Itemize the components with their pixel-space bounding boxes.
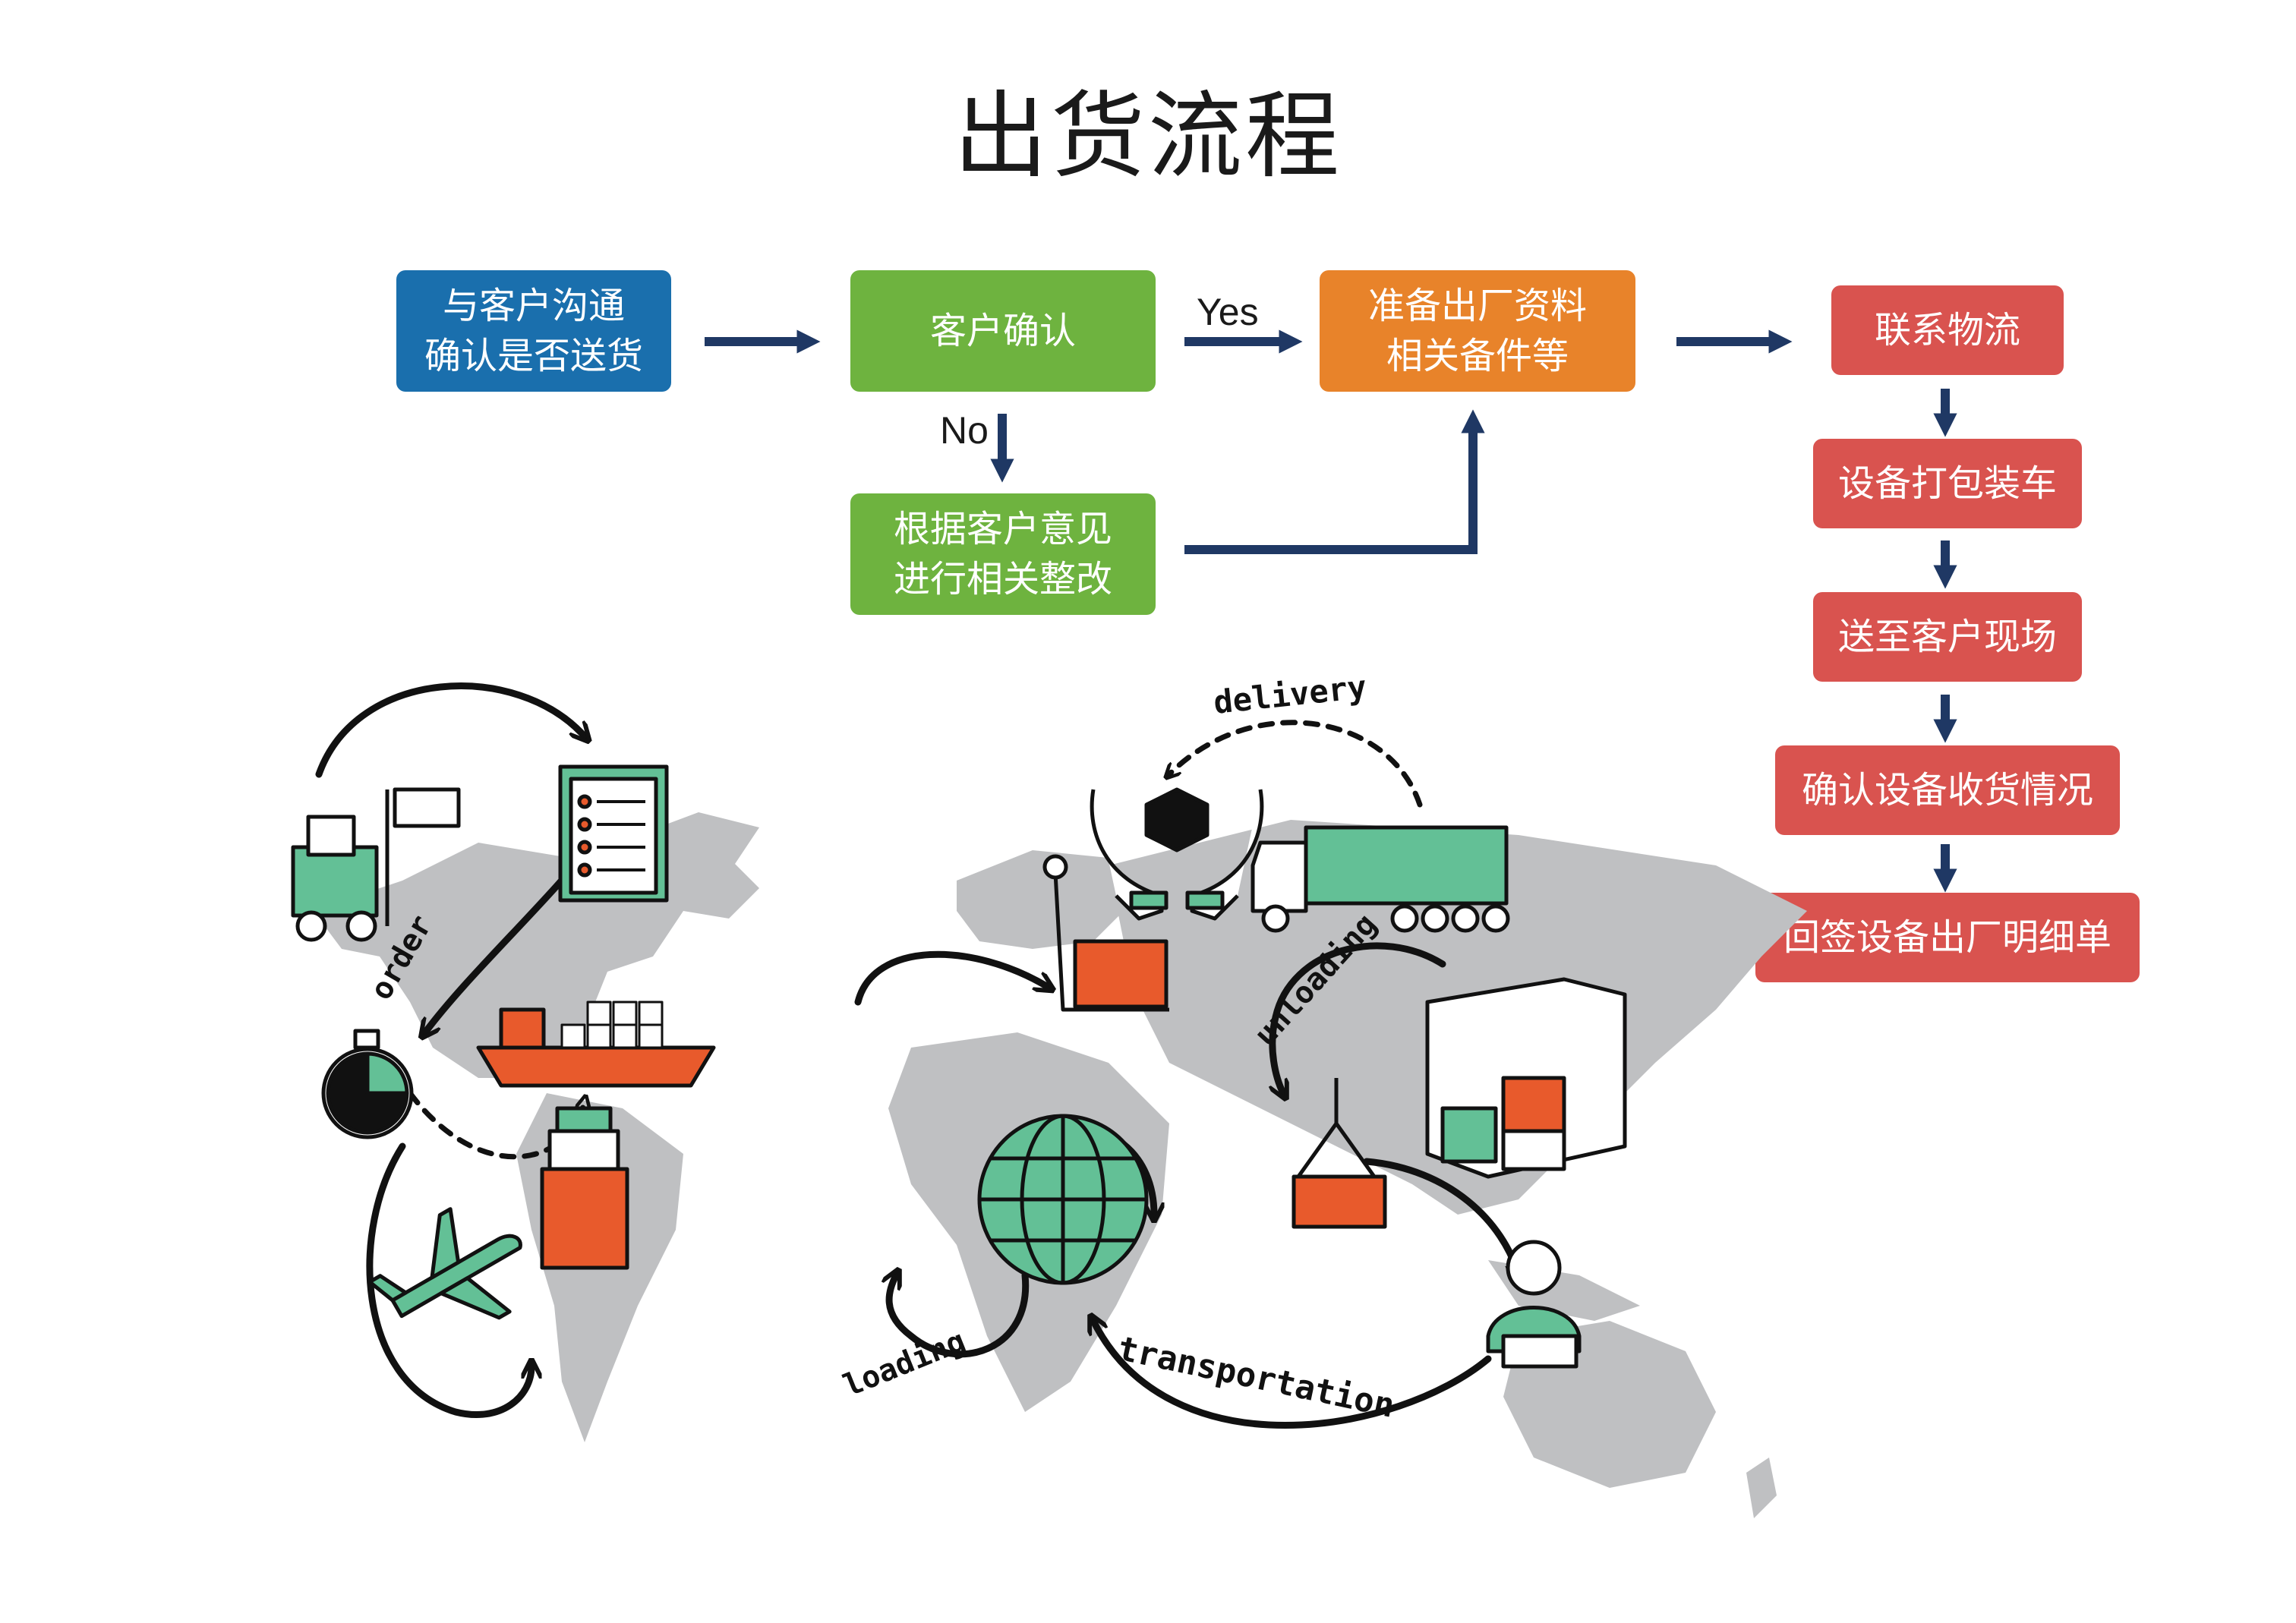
container-stack-icon <box>540 1106 629 1270</box>
step-pack-and-load: 设备打包装车 <box>1813 439 2082 528</box>
step-communicate-customer: 与客户沟通 确认是否送货 <box>396 270 671 392</box>
label-delivery: delivery <box>1212 668 1368 721</box>
step-confirm-receipt: 确认设备收货情况 <box>1775 745 2120 835</box>
step2-label: 客户确认 <box>929 310 1076 352</box>
airplane-icon <box>367 1207 522 1320</box>
step-contact-logistics: 联系物流 <box>1831 285 2064 375</box>
page-title: 出货流程 <box>953 82 1342 191</box>
step-sign-shipment-list: 回签设备出厂明细单 <box>1755 893 2140 982</box>
label-loading: loading <box>839 1323 971 1404</box>
step-prepare-documents: 准备出厂资料 相关备件等 <box>1320 270 1635 392</box>
no-branch-line2: 进行相关整改 <box>893 558 1112 600</box>
arrow-globe-to-container <box>889 1275 1030 1358</box>
logistics-world-illustration: order delivery unloading loading transpo… <box>291 668 1807 1518</box>
new-zealand <box>1746 1458 1777 1518</box>
stopwatch-icon <box>321 1029 414 1139</box>
logistics-step-label: 确认设备收货情况 <box>1801 769 2093 812</box>
step1-line2: 确认是否送货 <box>424 335 643 377</box>
call-operator-icon <box>1486 1240 1582 1369</box>
step1-line1: 与客户沟通 <box>442 285 625 327</box>
logistics-step-label: 送至客户现场 <box>1837 616 2057 658</box>
arrow-ship-to-handtruck <box>854 950 1048 1006</box>
arrow-unloading <box>1273 942 1446 1093</box>
logistics-step-label: 回签设备出厂明细单 <box>1783 916 2112 959</box>
clipboard-checklist-icon <box>558 764 669 903</box>
truck-icon <box>1250 825 1510 933</box>
arrow-stopwatch-to-airplane <box>366 1142 531 1419</box>
step3-line1: 准备出厂资料 <box>1367 285 1587 327</box>
europe <box>957 850 1139 949</box>
yes-label: Yes <box>1197 291 1259 333</box>
step-customer-confirm: 客户确认 <box>850 270 1156 392</box>
step4-label: 联系物流 <box>1874 309 2020 351</box>
no-label: No <box>940 409 989 452</box>
arrow-operator-to-globe <box>1093 1321 1492 1429</box>
no-branch-line1: 根据客户意见 <box>893 508 1112 550</box>
forklift-icon <box>291 787 461 942</box>
cargo-ship-icon <box>476 1001 716 1088</box>
arrow-no-to-step3 <box>1184 409 1485 554</box>
hands-package-icon <box>1090 787 1264 921</box>
globe-icon <box>977 1114 1149 1285</box>
hand-truck-icon <box>1042 854 1169 1012</box>
step3-line2: 相关备件等 <box>1386 335 1569 377</box>
logistics-step-label: 设备打包装车 <box>1837 462 2057 505</box>
arrow-delivery-dashed <box>1169 720 1423 808</box>
step-deliver-to-site: 送至客户现场 <box>1813 592 2082 682</box>
arrow-forklift-to-clipboard <box>315 682 585 778</box>
label-transportation: transportation <box>1115 1329 1398 1426</box>
stacked-containers-icon <box>1425 977 1627 1179</box>
crane-hook-container-icon <box>1292 1078 1387 1229</box>
step-rectify-per-feedback: 根据客户意见 进行相关整改 <box>850 493 1156 615</box>
